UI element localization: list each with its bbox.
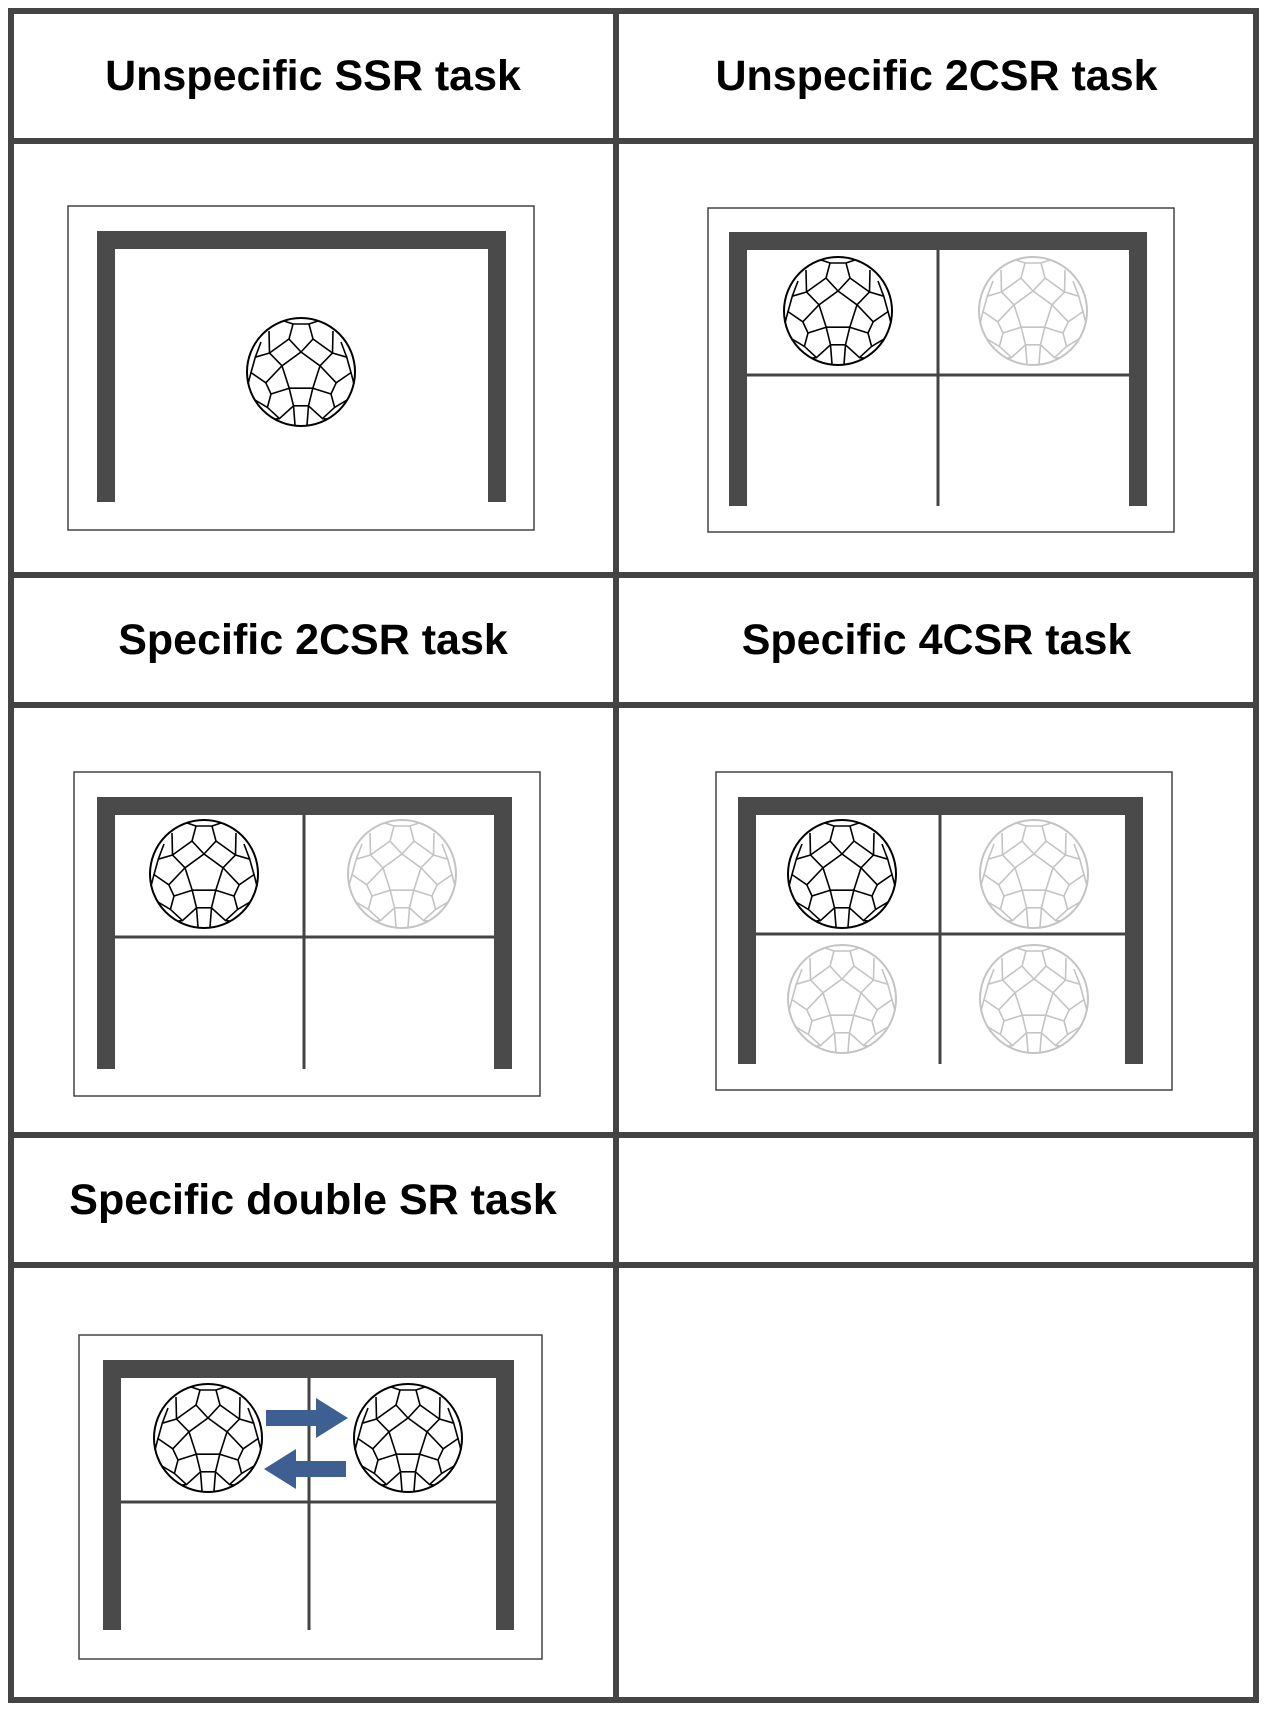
ball-active xyxy=(153,1383,263,1493)
ball-inactive xyxy=(979,944,1089,1054)
arrow-right-icon xyxy=(266,1398,348,1438)
title-specific-double-sr: Specific double SR task xyxy=(69,1175,557,1224)
ball-active xyxy=(246,317,356,427)
ball-active xyxy=(149,819,259,929)
title-unspecific-ssr: Unspecific SSR task xyxy=(105,51,521,100)
title-specific-2csr: Specific 2CSR task xyxy=(118,615,508,664)
ball-active xyxy=(353,1383,463,1493)
panel-specific-double-sr xyxy=(78,1334,543,1660)
panel-unspecific-2csr xyxy=(707,207,1175,533)
arrow-left-icon xyxy=(264,1449,346,1489)
ball-active xyxy=(787,819,897,929)
title-specific-4csr: Specific 4CSR task xyxy=(741,615,1132,664)
ball-inactive xyxy=(978,256,1088,366)
panel-specific-2csr xyxy=(73,771,541,1097)
title-unspecific-2csr: Unspecific 2CSR task xyxy=(715,51,1158,100)
panel-specific-4csr xyxy=(715,771,1173,1091)
panel-unspecific-ssr xyxy=(67,205,535,531)
ball-inactive xyxy=(787,944,897,1054)
ball-inactive xyxy=(979,819,1089,929)
table-grid xyxy=(8,8,1259,1703)
ball-inactive xyxy=(347,819,457,929)
ball-active xyxy=(783,256,893,366)
